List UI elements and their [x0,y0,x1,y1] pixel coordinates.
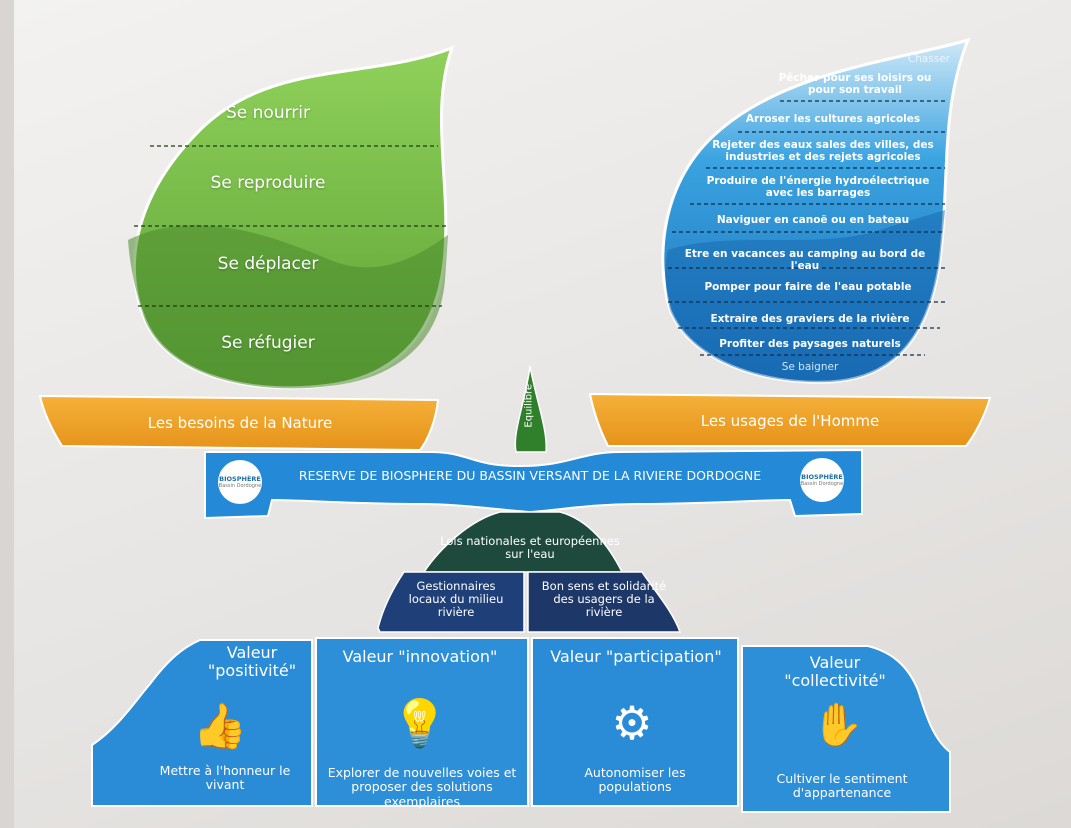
homme-tray [588,392,992,447]
nature-need-1: Se nourrir [226,103,310,123]
biosphere-logo-left: BIOSPHÈRE Bassin Dordogne [218,460,262,504]
value-title-1: Valeur "positivité" [207,643,297,681]
value-desc-2: Explorer de nouvelles voies et proposer … [327,765,517,809]
homme-usage-6: Naviguer en canoë ou en bateau [716,214,910,226]
value-card-4 [741,645,951,813]
homme-usage-1: Chasser [907,53,950,65]
homme-usage-3: Arroser les cultures agricoles [745,113,921,125]
homme-usage-2: Pêcher pour ses loisirs ou pour son trav… [778,72,932,97]
thumbs-up-icon: 👍 [192,701,248,752]
value-title-3: Valeur "participation" [550,647,722,666]
pyramid-right-label: Bon sens et solidarité des usagers de la… [541,579,667,620]
pyramid-top [422,511,624,573]
homme-tray-label: Les usages de l'Homme [700,412,880,430]
pyramid-left [377,571,525,633]
homme-dividers [668,100,945,356]
nature-need-4: Se réfugier [221,333,315,353]
balance-beam [204,448,863,520]
balance-pointer [514,365,547,453]
homme-usage-7: Etre en vacances au camping au bord de l… [684,248,926,273]
value-title-2: Valeur "innovation" [342,647,498,666]
homme-usage-5: Produire de l'énergie hydroélectrique av… [706,175,930,200]
value-card-2 [315,637,529,807]
homme-usage-4: Rejeter des eaux sales des villes, des i… [712,139,934,164]
gear-icon: ⚙ [611,696,653,750]
value-card-1 [91,639,313,807]
nature-need-2: Se reproduire [210,173,326,193]
logo-title: BIOSPHÈRE [219,475,261,483]
value-desc-4: Cultiver le sentiment d'appartenance [776,771,908,801]
logo-subtitle: Bassin Dordogne [800,481,844,487]
nature-drop-wave [128,225,448,389]
balance-banner-text: RESERVE DE BIOSPHERE DU BASSIN VERSANT D… [298,468,762,483]
stacked-hands-icon: ✋ [811,700,865,749]
homme-usage-8: Pomper pour faire de l'eau potable [704,281,912,293]
logo-subtitle: Bassin Dordogne [218,483,262,489]
lightbulb-icon: 💡 [391,696,449,750]
value-card-3 [531,637,739,807]
value-title-4: Valeur "collectivité" [784,653,886,691]
homme-drop-wave [665,210,945,383]
value-desc-3: Autonomiser les populations [584,765,686,795]
homme-usage-11: Se baigner [781,361,839,373]
homme-usage-10: Profiter des paysages naturels [719,338,901,350]
biosphere-logo-right: BIOSPHÈRE Bassin Dordogne [800,458,844,502]
pyramid-top-label: Lois nationales et européennes sur l'eau [440,534,620,562]
pyramid-left-label: Gestionnaires locaux du milieu rivière [408,579,504,620]
photo-left-edge [0,0,14,828]
nature-tray-label: Les besoins de la Nature [147,414,333,432]
nature-tray [38,394,440,452]
value-desc-1: Mettre à l'honneur le vivant [159,763,291,793]
pyramid-right [527,571,682,633]
logo-title: BIOSPHÈRE [801,473,843,481]
homme-usage-9: Extraire des graviers de la rivière [710,313,910,325]
nature-need-3: Se déplacer [217,254,319,274]
balance-pointer-label: Equilibre [523,383,535,428]
